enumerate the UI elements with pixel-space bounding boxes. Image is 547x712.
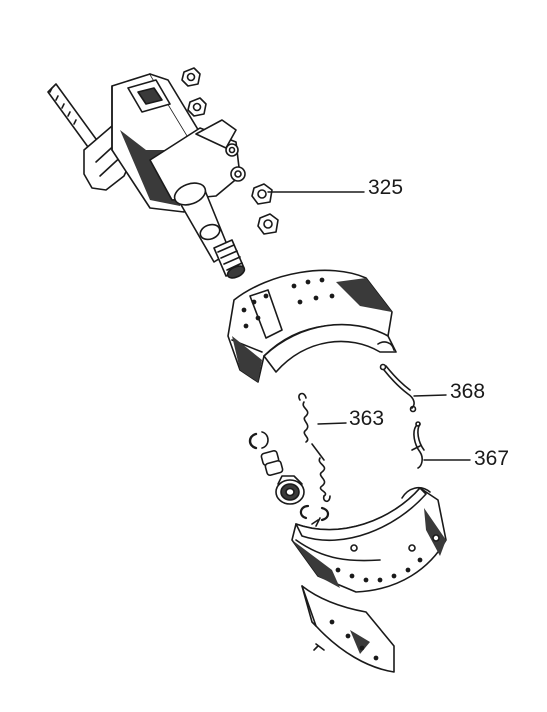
upper-brake-shoe	[227, 269, 397, 383]
axle-spindle-assembly	[47, 73, 246, 279]
retainer-spring-368	[379, 363, 417, 413]
callout-label-368: 368	[450, 380, 486, 403]
leader-line-368	[413, 394, 447, 397]
anchor-pin-hardware	[248, 431, 330, 522]
callout-label-363: 363	[349, 407, 385, 430]
lower-brake-shoe	[291, 486, 447, 593]
return-spring-363	[298, 392, 331, 503]
leader-line-363	[317, 422, 347, 425]
brake-lining-segment	[301, 585, 395, 673]
hardware-nuts-325	[181, 67, 279, 235]
callout-label-325: 325	[368, 176, 404, 199]
callout-leader-lines	[267, 191, 471, 461]
callout-label-367: 367	[474, 447, 510, 470]
anchor-pin-clip-367	[411, 421, 425, 469]
